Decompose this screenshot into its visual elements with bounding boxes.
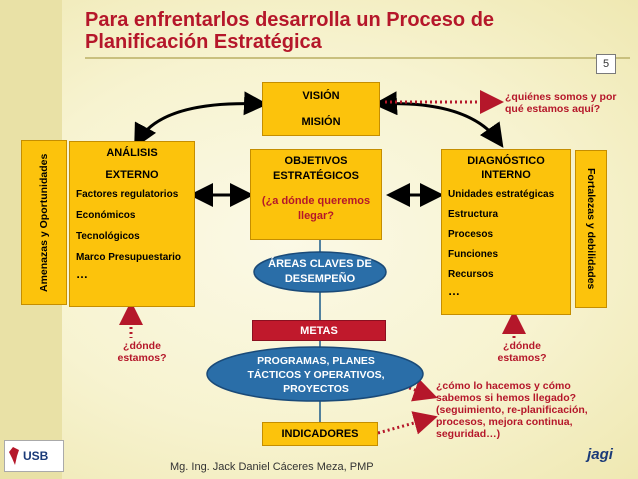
programas-label: PROGRAMAS, PLANES TÁCTICOS Y OPERATIVOS,… — [247, 355, 385, 395]
metas-box: METAS — [252, 320, 386, 341]
jagi-logo-text: jagi — [587, 446, 613, 463]
analisis-item: … — [76, 267, 88, 281]
diagnostico-title-1: DIAGNÓSTICO — [467, 155, 545, 167]
diagnostico-item: Unidades estratégicas — [448, 189, 555, 200]
title-divider — [85, 57, 630, 59]
analisis-item: Marco Presupuestario — [76, 252, 182, 263]
jagi-logo: jagi — [580, 446, 620, 472]
objetivos-box: OBJETIVOS ESTRATÉGICOS (¿a dónde queremo… — [250, 149, 382, 240]
analisis-item: Económicos — [76, 210, 136, 221]
indicadores-box: INDICADORES — [262, 422, 378, 446]
objetivos-question: (¿a dónde queremos llegar? — [261, 195, 371, 222]
diagnostico-item: Procesos — [448, 229, 494, 240]
indicadores-label: INDICADORES — [281, 428, 359, 440]
diagnostico-title-2: INTERNO — [481, 169, 531, 181]
usb-logo: USB — [4, 440, 64, 472]
objetivos-title: OBJETIVOS ESTRATÉGICOS — [273, 155, 359, 182]
areas-ellipse — [253, 251, 387, 293]
usb-map-icon — [9, 447, 19, 465]
diagnostico-item: Recursos — [448, 269, 494, 280]
diagnostico-item: … — [448, 284, 460, 298]
slide-title: Para enfrentarlos desarrolla un Proceso … — [85, 9, 495, 53]
page-number: 5 — [596, 54, 616, 74]
dotted-indicadores-como — [377, 411, 438, 435]
mision-label: MISIÓN — [301, 116, 341, 128]
diagnostico-item: Estructura — [448, 209, 499, 220]
arrow-mision-diagnostico — [373, 91, 504, 148]
diagnostico-item: Funciones — [448, 249, 499, 260]
usb-logo-text: USB — [23, 449, 49, 463]
metas-label: METAS — [300, 324, 338, 337]
vision-mision-box: VISIÓN MISIÓN — [262, 82, 380, 136]
analisis-item: Factores regulatorios — [76, 189, 179, 200]
footer-author: Mg. Ing. Jack Daniel Cáceres Meza, PMP — [170, 461, 374, 473]
diagnostico-interno-box: DIAGNÓSTICO INTERNO Unidades estratégica… — [441, 149, 571, 315]
programas-ellipse — [206, 346, 424, 402]
analisis-title-1: ANÁLISIS — [106, 147, 158, 159]
amenazas-oportunidades-box: Amenazas y Oportunidades — [21, 140, 67, 305]
arrow-mision-analisis — [134, 91, 268, 149]
analisis-externo-box: ANÁLISIS EXTERNO Factores regulatorios E… — [69, 141, 195, 307]
areas-label: ÁREAS CLAVES DE DESEMPEÑO — [268, 258, 372, 285]
analisis-title-2: EXTERNO — [105, 169, 159, 181]
question-quienes: ¿quiénes somos y por qué estamos aquí? — [505, 91, 617, 115]
question-donde-left: ¿dónde estamos? — [117, 340, 167, 364]
question-donde-right: ¿dónde estamos? — [497, 340, 547, 364]
analisis-item: Tecnológicos — [76, 231, 140, 242]
fortalezas-debilidades-box: Fortalezas y debilidades — [575, 150, 607, 308]
question-como: ¿cómo lo hacemos y cómo sabemos si hemos… — [436, 380, 588, 440]
vision-label: VISIÓN — [302, 90, 340, 102]
